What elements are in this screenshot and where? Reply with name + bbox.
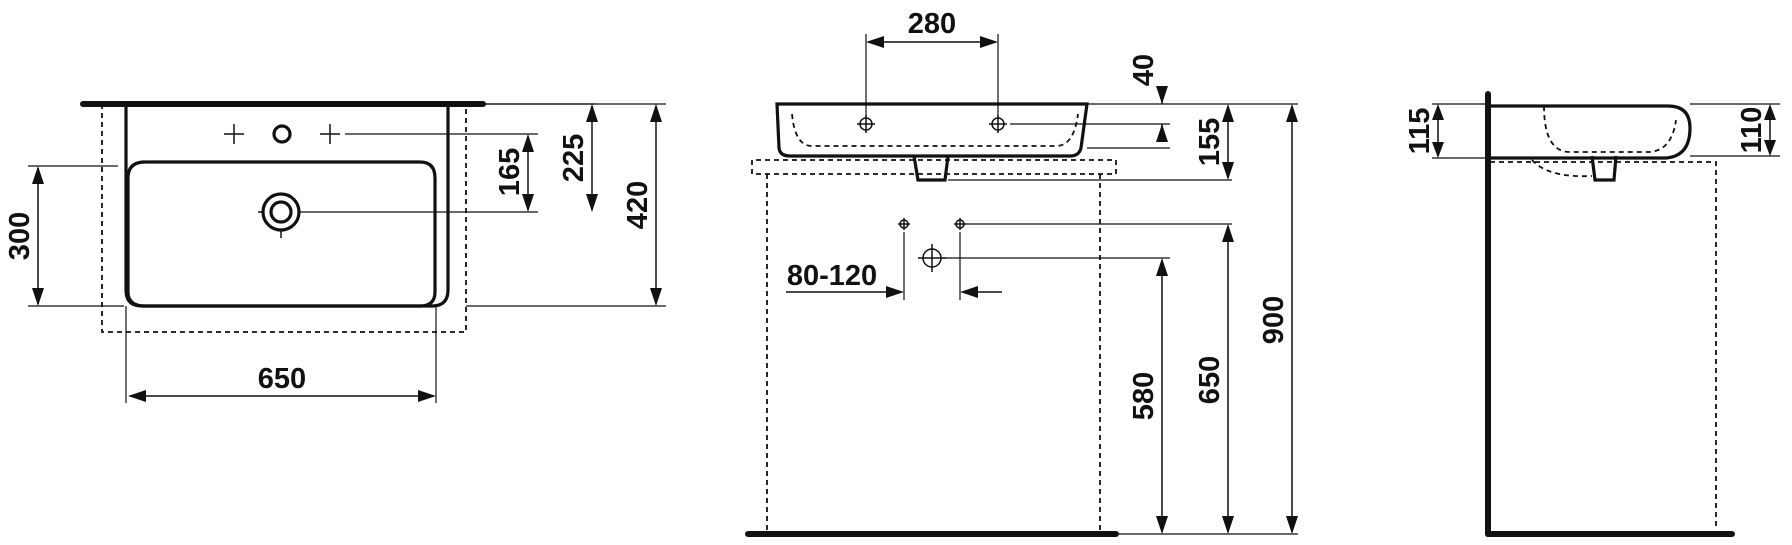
dim-front-rim: 40	[1128, 54, 1160, 86]
side-drain-spigot	[1590, 155, 1618, 182]
front-drain-outlet-icon	[918, 244, 946, 272]
front-cabinet-top	[751, 159, 1117, 175]
dim-front-tap-spacing: 280	[908, 8, 956, 40]
front-cabinet-outline	[766, 174, 1101, 530]
front-drain-spigot	[912, 155, 950, 182]
dim-front-supply-height: 650	[1194, 356, 1226, 404]
side-trap	[1531, 159, 1593, 178]
side-cabinet-outline	[1490, 161, 1717, 530]
side-inner-bowl	[1543, 105, 1677, 153]
dim-front-drain-offset: 80-120	[787, 260, 877, 292]
dim-plan-bowl-depth: 300	[4, 212, 36, 260]
dim-plan-hole-center: 165	[494, 148, 526, 196]
dim-side-bowl-height: 110	[1736, 107, 1768, 154]
dim-front-drain-height: 580	[1128, 372, 1160, 420]
dim-plan-width: 650	[258, 363, 306, 395]
front-supply-points	[898, 218, 966, 230]
side-basin-outline	[1490, 104, 1692, 160]
front-view: 280 40 155 80-120 580 650 900	[745, 8, 1298, 537]
plan-view: 650 300 165 225 420	[4, 101, 666, 403]
dim-side-height: 115	[1404, 108, 1436, 155]
plan-cabinet-outline	[101, 104, 467, 333]
dim-plan-tap-line: 225	[558, 134, 590, 182]
front-inner-bowl	[791, 113, 1079, 147]
plan-bowl-outline	[126, 160, 437, 308]
side-view: 115 110	[1404, 91, 1780, 537]
plan-drain-icon	[258, 192, 301, 238]
front-tap-holes	[857, 115, 1007, 133]
dim-front-total-height: 900	[1258, 296, 1290, 344]
front-basin-outline	[775, 102, 1089, 158]
plan-tap-holes	[224, 124, 340, 144]
dim-plan-total-depth: 420	[622, 181, 654, 229]
dim-front-height: 155	[1194, 118, 1226, 166]
